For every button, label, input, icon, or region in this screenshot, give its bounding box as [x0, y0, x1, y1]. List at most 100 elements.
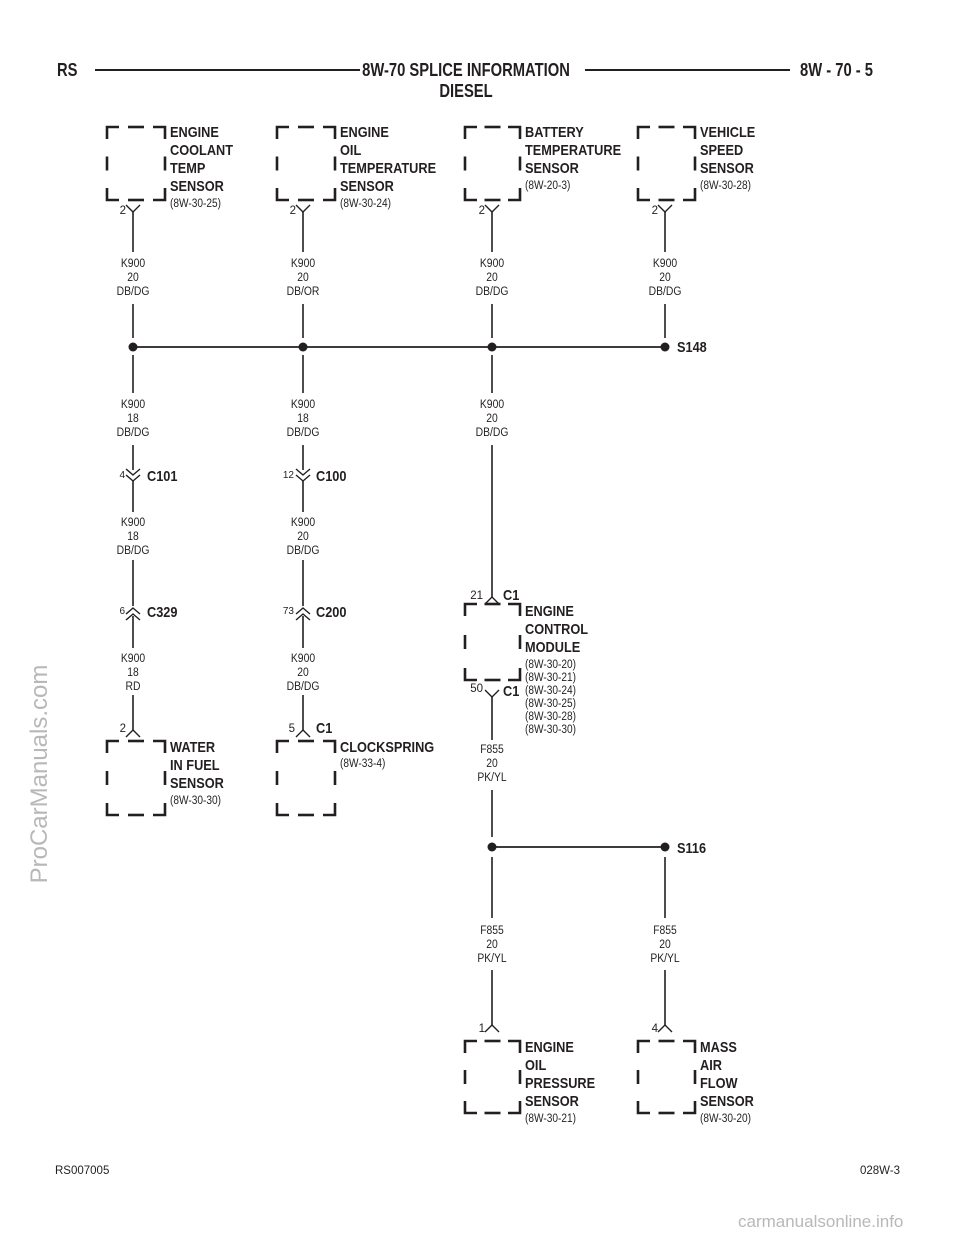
engine-oil-temp-sensor [275, 188, 289, 202]
pin-number: 2 [478, 205, 485, 217]
pin-number: 5 [288, 723, 295, 735]
side-watermark: ProCarManuals.com [26, 664, 53, 884]
vehicle-speed-sensor [683, 188, 697, 202]
water-in-fuel-sensor [153, 803, 167, 817]
male-terminal-icon [484, 596, 500, 605]
page-number: 8W - 70 - 5 [800, 60, 874, 80]
vss-ref: (8W-30-28) [700, 180, 751, 192]
clockspring-label: CLOCKSPRING [340, 739, 435, 756]
engine-control-module [508, 668, 522, 682]
pin-number: 12 [282, 470, 294, 481]
ecm-refs: (8W-30-20)(8W-30-21)(8W-30-24)(8W-30-25)… [525, 659, 576, 736]
battery-temp-sensor [463, 188, 477, 202]
engine-coolant-temp-sensor [105, 125, 119, 139]
inline-connector-icon [125, 613, 141, 621]
vehicle-speed-sensor [636, 125, 650, 139]
engine-oil-pressure-sensor [508, 1039, 522, 1053]
ecm-connector-bottom: C1 [503, 683, 520, 700]
pin-number: 73 [282, 606, 294, 617]
bottom-watermark: carmanualsonline.info [738, 1212, 904, 1231]
engine-oil-pressure-sensor [463, 1039, 477, 1053]
mass-air-flow-sensor [636, 1101, 650, 1115]
pin-number: 2 [289, 205, 296, 217]
pin-number: 6 [119, 606, 125, 617]
oil-temp-ref: (8W-30-24) [340, 198, 391, 210]
engine-oil-temp-sensor [323, 188, 337, 202]
splice-s116: S116 [677, 840, 707, 857]
splice-dot [487, 342, 497, 352]
page-title: 8W-70 SPLICE INFORMATION DIESEL [343, 60, 589, 102]
figure-code: 028W-3 [860, 1165, 901, 1177]
section-code: RS [57, 60, 78, 80]
clockspring [275, 739, 289, 753]
battery-temp-sensor [508, 125, 522, 139]
title-line-1: 8W-70 SPLICE INFORMATION [362, 60, 570, 80]
engine-coolant-temp-sensor [105, 188, 119, 202]
engine-coolant-temp-sensor [153, 188, 167, 202]
pin-number: 4 [651, 1023, 658, 1035]
pin-number: 2 [651, 205, 658, 217]
clockspring [323, 739, 337, 753]
wif-ref: (8W-30-30) [170, 795, 221, 807]
engine-control-module [508, 602, 522, 616]
ect-ref: (8W-30-25) [170, 198, 221, 210]
engine-oil-temp-sensor [275, 125, 289, 139]
vehicle-speed-sensor [683, 125, 697, 139]
female-terminal-icon [657, 204, 673, 213]
engine-oil-pressure-sensor [508, 1101, 522, 1115]
connector-c329: C329 [147, 604, 178, 621]
engine-control-module [463, 602, 477, 616]
battery-temp-sensor [508, 188, 522, 202]
connector-c200: C200 [316, 604, 347, 621]
female-terminal-icon [484, 689, 500, 698]
inline-connector-icon [295, 468, 311, 476]
mass-air-flow-sensor [683, 1101, 697, 1115]
pin-number: 1 [478, 1023, 485, 1035]
pin-number: 50 [470, 683, 483, 695]
engine-oil-pressure-sensor [463, 1101, 477, 1115]
water-in-fuel-sensor [105, 803, 119, 817]
maf-ref: (8W-30-20) [700, 1113, 751, 1125]
pin-number: 21 [470, 590, 483, 602]
engine-coolant-temp-sensor [153, 125, 167, 139]
splice-dot [660, 342, 670, 352]
oil-press-ref: (8W-30-21) [525, 1113, 576, 1125]
connector-c100: C100 [316, 468, 347, 485]
engine-control-module [463, 668, 477, 682]
male-terminal-icon [657, 1024, 673, 1033]
pin-number: 2 [119, 723, 126, 735]
male-terminal-icon [295, 729, 311, 738]
male-terminal-icon [484, 1024, 500, 1033]
splice-dot [298, 342, 308, 352]
water-in-fuel-sensor [153, 739, 167, 753]
male-terminal-icon [125, 729, 141, 738]
vehicle-speed-sensor [636, 188, 650, 202]
clockspring-ref: (8W-33-4) [340, 758, 386, 770]
inline-connector-icon [295, 607, 311, 615]
inline-connector-icon [125, 468, 141, 476]
clockspring-connector: C1 [316, 720, 333, 737]
pin-number: 2 [119, 205, 126, 217]
inline-connector-icon [125, 607, 141, 615]
splice-s148: S148 [677, 339, 707, 356]
water-in-fuel-sensor [105, 739, 119, 753]
